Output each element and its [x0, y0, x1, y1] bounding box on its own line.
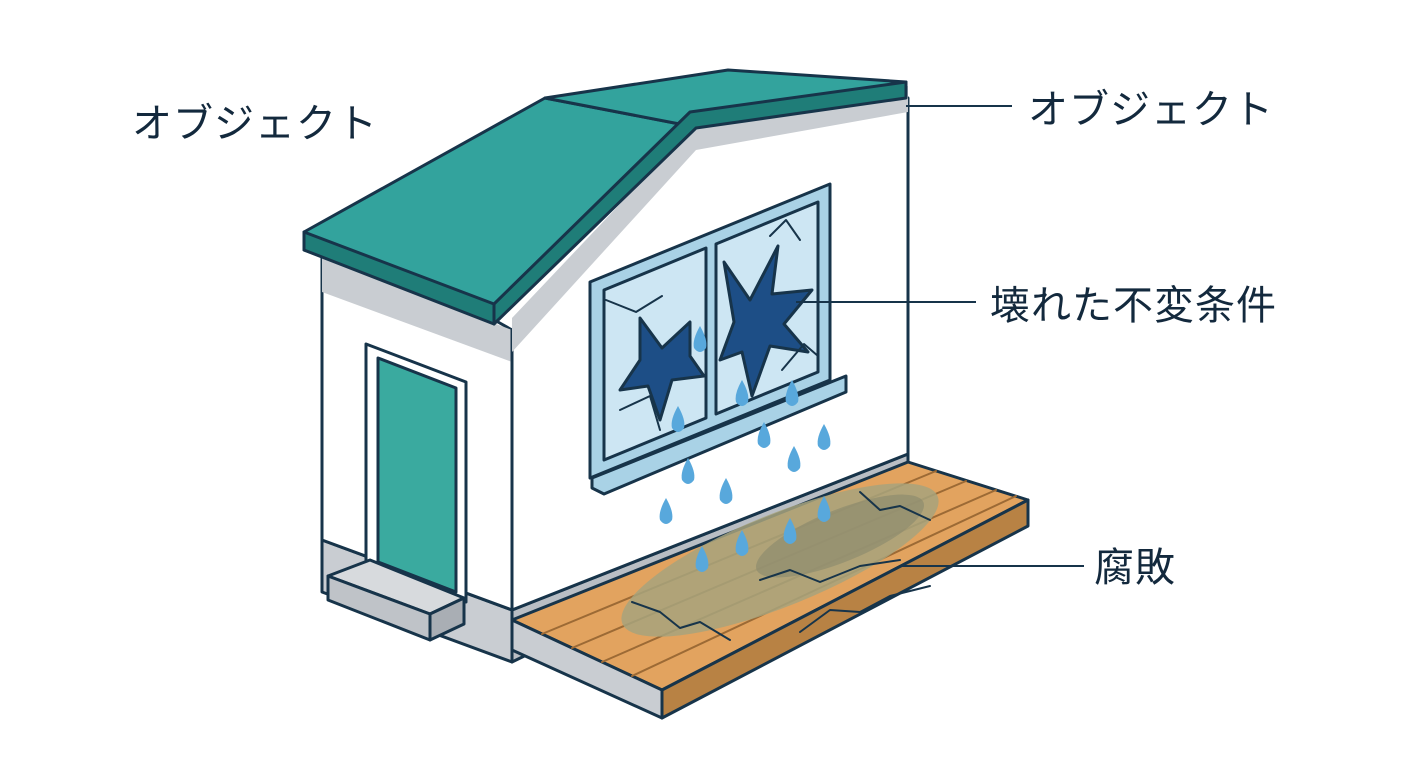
- water-drop-icon: [695, 546, 709, 572]
- water-drop-icon: [671, 406, 685, 432]
- water-drop-icon: [735, 380, 749, 406]
- water-drop-icon: [783, 518, 797, 544]
- water-drop-icon: [659, 498, 673, 524]
- label-decay: 腐敗: [1094, 545, 1176, 591]
- water-drop-icon: [785, 380, 799, 406]
- water-drop-icon: [693, 326, 707, 352]
- roof-fascia-side: [492, 80, 908, 326]
- water-drop-icon: [735, 530, 749, 556]
- door-icon: [376, 356, 458, 594]
- right-wall-shadow: [512, 86, 908, 352]
- water-drop-icon: [681, 458, 695, 484]
- label-broken-invariant: 壊れた不変条件: [990, 283, 1277, 329]
- deck-crack: [631, 601, 731, 641]
- deck-crack: [859, 491, 931, 521]
- label-object-left: オブジェクト: [132, 101, 378, 147]
- glass-hole: [718, 244, 814, 398]
- water-drop-icon: [787, 446, 801, 472]
- left-wall-shadow: [322, 258, 512, 362]
- water-drop-icon: [719, 478, 733, 504]
- label-object-right: オブジェクト: [1028, 87, 1274, 133]
- window-sill: [590, 374, 848, 496]
- water-drop-icon: [757, 422, 771, 448]
- deck-crack: [759, 559, 901, 583]
- deck-front-edge: [660, 498, 1030, 720]
- water-drop-icon: [817, 496, 831, 522]
- deck-crack: [799, 585, 931, 633]
- door-step-side: [428, 596, 466, 642]
- water-drop-icon: [817, 424, 831, 450]
- glass-hole: [618, 316, 706, 422]
